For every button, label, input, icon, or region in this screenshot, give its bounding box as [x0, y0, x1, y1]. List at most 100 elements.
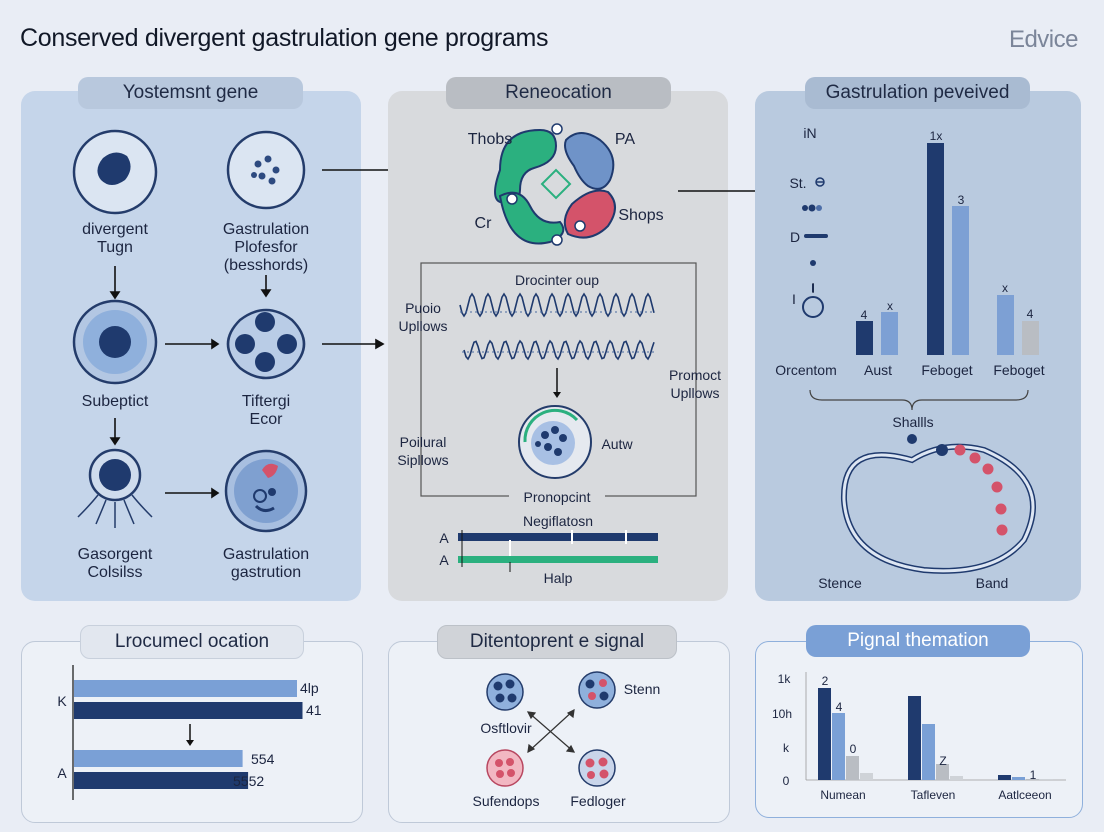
- legend-label: D: [789, 229, 801, 245]
- bar-value-label: Z: [939, 754, 947, 768]
- bar-value-label: 3: [957, 193, 965, 207]
- cell-label: Gasorgent Colsilss: [77, 546, 153, 581]
- bar-value-label: x: [1002, 281, 1008, 295]
- nucleus-icon: [518, 405, 592, 479]
- cell-icon: [77, 448, 153, 528]
- category-label: Feboget: [921, 362, 973, 378]
- side-label: Puoio Upllows: [398, 300, 448, 334]
- hbar-value: 554: [251, 751, 275, 767]
- panel5-chip: Ditentoprent e signal: [437, 625, 677, 659]
- hbar: [74, 750, 243, 767]
- y-tick-label: 0: [782, 774, 790, 788]
- chart-bar: [1040, 779, 1053, 780]
- bar-value-label: 4: [835, 700, 843, 714]
- bar-value-label: 4: [860, 308, 868, 322]
- chart-bar: [922, 724, 935, 780]
- hbar-value: 4lp: [300, 680, 319, 696]
- legend-label: iN: [803, 125, 817, 141]
- axis-label: A: [57, 765, 67, 781]
- bars-bottom-label: Halp: [543, 570, 573, 586]
- side-label: Poilural Sipllows: [397, 434, 449, 468]
- bottom-label: Band: [975, 575, 1009, 591]
- panel2-chip: Reneocation: [446, 77, 671, 109]
- category-label: Aust: [863, 362, 892, 378]
- legend-label: l: [811, 280, 815, 296]
- protein-ring: [494, 123, 616, 246]
- chart-bar: [846, 756, 859, 780]
- hbar: [74, 702, 303, 719]
- bars-title: Negiflatosn: [522, 513, 594, 529]
- chart-bar: [1012, 777, 1025, 780]
- chart-bar: [860, 773, 873, 780]
- panel6-chip: Pignal themation: [806, 625, 1030, 657]
- legend-marks: [802, 177, 828, 318]
- node-icon: [486, 749, 524, 787]
- cell-icon: [72, 129, 158, 215]
- page-title: Conserved divergent gastrulation gene pr…: [20, 24, 549, 52]
- bar-row-label: A: [439, 530, 449, 546]
- brace-label: Shallls: [892, 414, 934, 430]
- panel-location: [21, 641, 363, 823]
- y-tick-label: k: [783, 741, 789, 755]
- signal-waves: [459, 292, 655, 361]
- x-category-label: Numean: [820, 788, 866, 802]
- cell-outline: [840, 434, 1036, 574]
- ring-label-bl: Cr: [474, 215, 492, 232]
- bar-value-label: 1: [1029, 768, 1037, 782]
- chart-bar: [818, 688, 831, 780]
- legend-label: I: [792, 291, 796, 307]
- x-category-label: Aatlceeon: [998, 788, 1052, 802]
- panel-signal: [388, 641, 730, 823]
- y-tick-label: 1k: [777, 672, 791, 686]
- bar-value-label: 2: [821, 674, 829, 688]
- node-label: Fedloger: [570, 793, 626, 809]
- chart-bar: [832, 713, 845, 780]
- node-icon: [578, 671, 616, 709]
- bar-value-label: 0: [849, 742, 857, 756]
- nucleus-label: Autw: [601, 436, 633, 452]
- cell-label: Subeptict: [81, 393, 149, 410]
- panel4-chip: Lrocumecl ocation: [80, 625, 304, 659]
- cell-label: Tiftergi Ecor: [241, 393, 291, 428]
- cell-icon: [224, 449, 308, 533]
- hbar: [74, 772, 249, 789]
- ring-label-br: Shops: [618, 207, 664, 224]
- cell-icon: [72, 299, 158, 385]
- chart-bar: [998, 775, 1011, 780]
- chart-bar: [908, 696, 921, 780]
- node-icon: [578, 749, 616, 787]
- category-label: Feboget: [993, 362, 1045, 378]
- axis-label: K: [57, 693, 67, 709]
- bar-value-label: 1x: [929, 129, 943, 143]
- cell-icon: [226, 308, 306, 380]
- bottom-label: Stence: [818, 575, 862, 591]
- vbar-group: [818, 688, 1053, 780]
- node-label: Stenn: [623, 681, 661, 697]
- category-label: Orcentom: [775, 362, 837, 378]
- chart-bar: [950, 776, 963, 780]
- cell-label: divergent Tugn: [82, 221, 148, 256]
- brand-logo: Edvice: [1008, 26, 1079, 53]
- ring-label-tr: PA: [614, 131, 636, 148]
- cell-icon: [226, 130, 306, 210]
- bar-row-label: A: [439, 552, 449, 568]
- panel1-chip: Yostemsnt gene: [78, 77, 303, 109]
- chart-bar: [1026, 779, 1039, 780]
- side-label: Promoct Upllows: [668, 367, 722, 401]
- y-tick-label: 10h: [771, 707, 793, 721]
- node-label: Sufendops: [472, 793, 540, 809]
- bar-chart: [856, 143, 1039, 355]
- box-bottom-label: Pronopcint: [509, 488, 605, 506]
- bar-value-label: 4: [1026, 307, 1034, 321]
- hbar: [74, 680, 297, 697]
- cell-label: Gastrulation Plofesfor (besshords): [222, 221, 310, 274]
- ring-label-tl: Thobs: [467, 131, 513, 148]
- cell-label: Gastrulation gastrution: [222, 546, 310, 581]
- x-category-label: Tafleven: [910, 788, 956, 802]
- hbar-value: 5552: [233, 773, 265, 789]
